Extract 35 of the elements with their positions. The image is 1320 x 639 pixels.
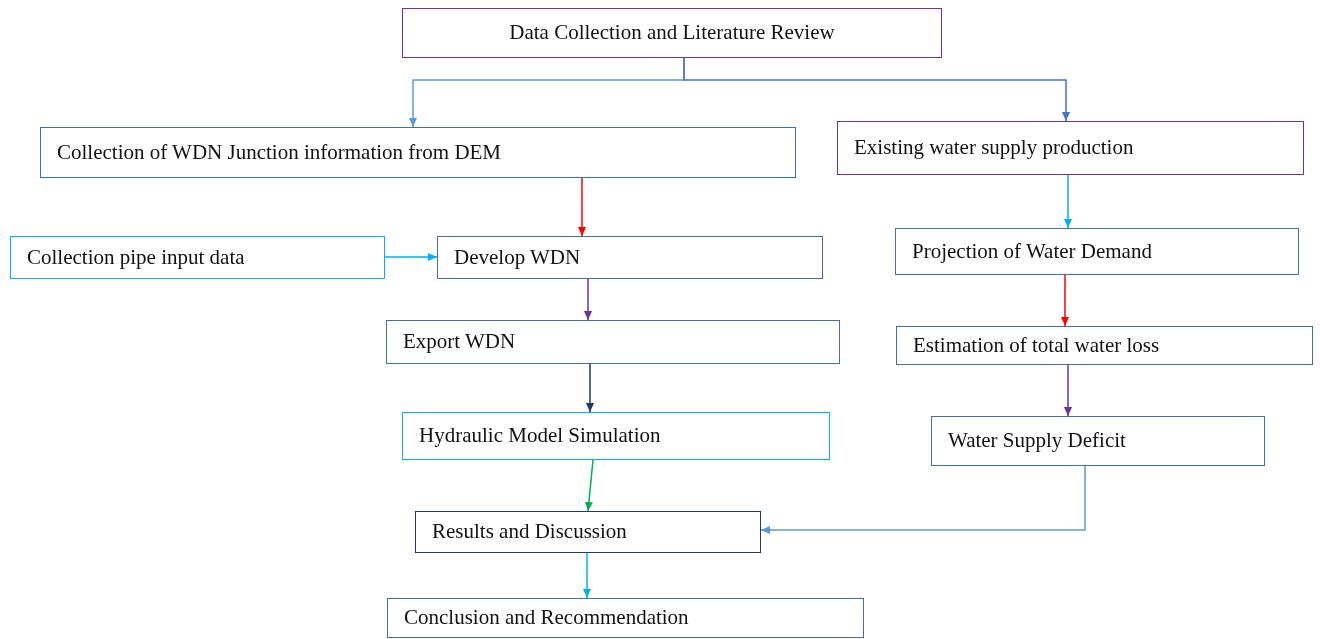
arrow: [1064, 174, 1072, 229]
process-box: [402, 412, 830, 460]
process-box: [10, 236, 385, 279]
arrow: [760, 465, 1086, 534]
arrow: [1064, 364, 1072, 417]
box-label: Results and Discussion: [432, 520, 627, 544]
box-label: Collection pipe input data: [27, 245, 245, 270]
arrow: [586, 363, 594, 413]
box-label: Develop WDN: [454, 245, 581, 270]
arrow: [584, 278, 592, 321]
box-label: Data Collection and Literature Review: [509, 21, 835, 45]
process-box: [895, 228, 1299, 275]
arrow: [578, 177, 586, 237]
box-label: Existing water supply production: [854, 136, 1134, 160]
arrow: [584, 459, 594, 512]
box-label: Hydraulic Model Simulation: [419, 424, 661, 448]
box-label: Projection of Water Demand: [912, 239, 1152, 264]
box-label: Export WDN: [403, 330, 516, 354]
process-box: [931, 416, 1265, 466]
box-label: Collection of WDN Junction information from DEM: [57, 140, 502, 165]
box-label: Water Supply Deficit: [948, 429, 1126, 453]
arrow: [683, 57, 1070, 122]
process-box: [387, 598, 864, 638]
arrow: [384, 253, 438, 261]
process-box: [837, 121, 1304, 175]
box-label: Conclusion and Recommendation: [404, 606, 689, 630]
process-box: [40, 127, 796, 178]
process-box: [386, 320, 840, 364]
arrow: [1061, 274, 1069, 327]
process-box: [437, 236, 823, 279]
process-box: [896, 326, 1313, 365]
box-label: Estimation of total water loss: [913, 333, 1160, 358]
process-box: [415, 511, 761, 553]
arrow: [583, 552, 591, 599]
process-box: [402, 8, 942, 58]
